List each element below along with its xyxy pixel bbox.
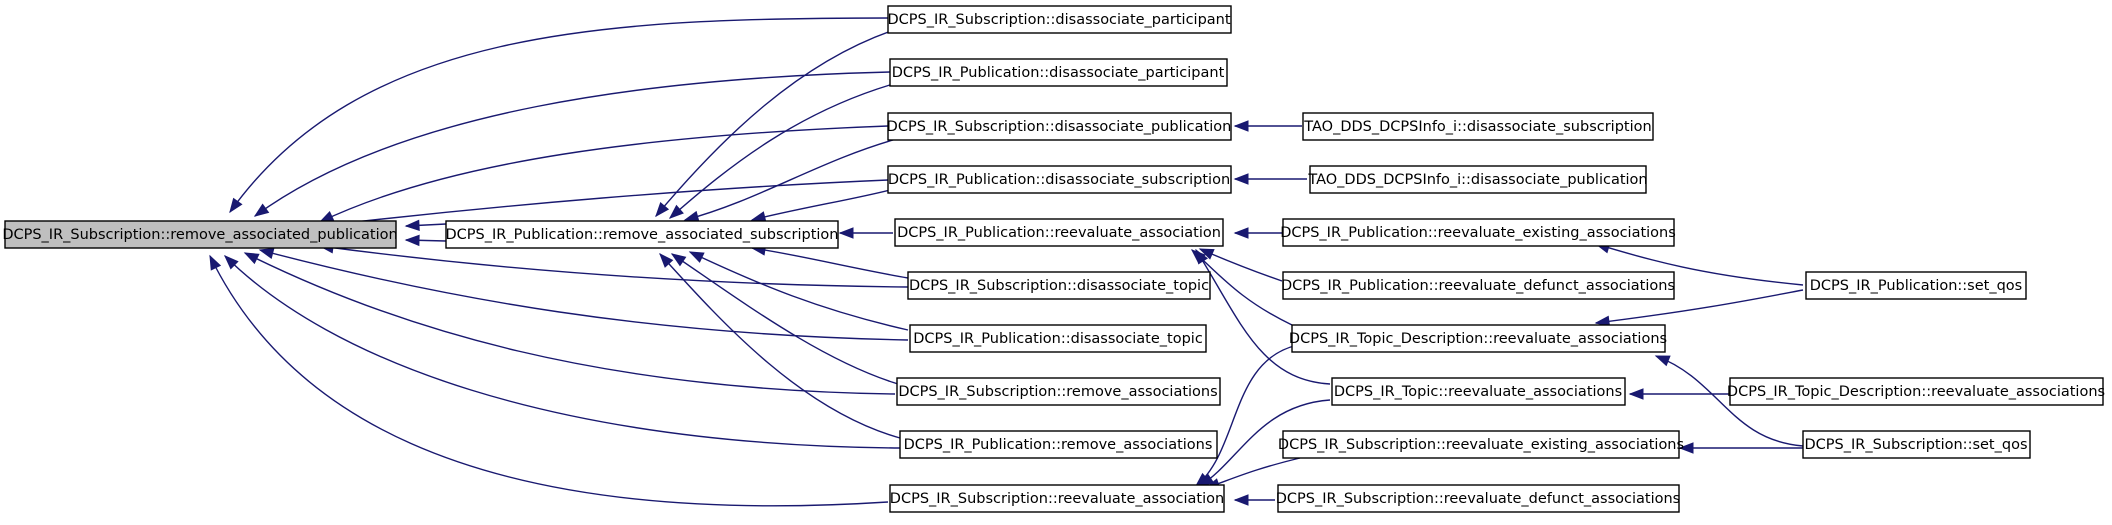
node-pub-reevaluate-existing-associations[interactable]: DCPS_IR_Publication::reevaluate_existing… — [1280, 218, 1676, 247]
node-pub-disassociate-topic-label: DCPS_IR_Publication::disassociate_topic — [913, 331, 1203, 347]
node-topic-reevaluate-associations[interactable]: DCPS_IR_Topic::reevaluate_associations — [1331, 377, 1626, 406]
arrowhead — [1233, 494, 1249, 506]
node-topic-description-reevaluate-associations[interactable]: DCPS_IR_Topic_Description::reevaluate_as… — [1289, 324, 1667, 353]
node-pub-disassociate-participant[interactable]: DCPS_IR_Publication::disassociate_partic… — [889, 58, 1228, 87]
edge-sub-remove-associations-to-pubremove — [671, 253, 899, 385]
node-pub-disassociate-participant-label: DCPS_IR_Publication::disassociate_partic… — [892, 65, 1225, 81]
arrowhead — [404, 234, 420, 247]
node-tao-disassociate-subscription-label: TAO_DDS_DCPSInfo_i::disassociate_subscri… — [1303, 119, 1651, 135]
node-sub-reevaluate-existing-associations-label: DCPS_IR_Subscription::reevaluate_existin… — [1278, 437, 1684, 453]
node-sub-remove-associations[interactable]: DCPS_IR_Subscription::remove_association… — [896, 377, 1221, 406]
edge-topic-reeval-to-pubreeval — [1195, 249, 1331, 385]
node-sub-reevaluate-defunct-associations-label: DCPS_IR_Subscription::reevaluate_defunct… — [1276, 491, 1680, 507]
edge-sub-disassoc-topic-to-pubremove — [751, 247, 909, 279]
arrowhead — [243, 252, 260, 265]
node-pub-reevaluate-association[interactable]: DCPS_IR_Publication::reevaluate_associat… — [894, 218, 1224, 247]
node-pub-remove-associations[interactable]: DCPS_IR_Publication::remove_associations — [899, 430, 1218, 459]
edge-topic-reeval-to-subreeval — [1199, 399, 1331, 487]
edge-pub-remove-associations-to-root — [224, 255, 901, 449]
arrowhead — [1198, 248, 1215, 260]
edge-sub-disassoc-participant-to-pubremove — [655, 27, 901, 217]
edge-sub-reevaluate-association-to-root — [209, 255, 889, 507]
nodes: DCPS_IR_Subscription::remove_associated_… — [2, 5, 2105, 513]
edge-sub-disassoc-participant-to-root — [229, 17, 891, 213]
node-pub-remove-associated-subscription-label: DCPS_IR_Publication::remove_associated_s… — [445, 227, 838, 243]
edge-sub-disassoc-topic-to-root — [319, 245, 909, 288]
node-root[interactable]: DCPS_IR_Subscription::remove_associated_… — [2, 220, 398, 249]
arrowhead — [670, 253, 687, 267]
arrowhead — [659, 252, 674, 268]
node-pub-set-qos-label: DCPS_IR_Publication::set_qos — [1810, 278, 2022, 294]
node-pub-reevaluate-defunct-associations-label: DCPS_IR_Publication::reevaluate_defunct_… — [1281, 278, 1675, 294]
edge-pub-disassoc-subscription-to-pubremove — [751, 189, 891, 221]
arrowhead — [253, 203, 270, 217]
edge-sub-disassoc-publication-to-root — [319, 125, 889, 223]
node-pub-reevaluate-defunct-associations[interactable]: DCPS_IR_Publication::reevaluate_defunct_… — [1281, 271, 1675, 300]
edge-sub-setqos-to-topicdesc-reeval — [1655, 355, 1804, 447]
arrowhead — [750, 211, 767, 223]
node-tao-disassociate-publication[interactable]: TAO_DDS_DCPSInfo_i::disassociate_publica… — [1307, 165, 1648, 194]
edge-pub-setqos-to-topicdesc-reeval — [1595, 289, 1804, 324]
node-pub-remove-associations-label: DCPS_IR_Publication::remove_associations — [904, 437, 1213, 453]
edge-pub-disassoc-participant-to-pubremove — [669, 81, 901, 219]
node-sub-disassociate-topic-label: DCPS_IR_Subscription::disassociate_topic — [909, 278, 1209, 294]
node-topic-description-reevaluate-associations-2-label: DCPS_IR_Topic_Description::reevaluate_as… — [1727, 384, 2105, 400]
arrowhead — [1678, 442, 1694, 454]
node-sub-set-qos[interactable]: DCPS_IR_Subscription::set_qos — [1802, 430, 2031, 459]
arrowhead — [404, 219, 420, 232]
arrowhead — [1195, 248, 1209, 265]
node-sub-set-qos-label: DCPS_IR_Subscription::set_qos — [1805, 437, 2028, 453]
node-sub-reevaluate-existing-associations[interactable]: DCPS_IR_Subscription::reevaluate_existin… — [1278, 430, 1684, 459]
node-pub-disassociate-subscription-label: DCPS_IR_Publication::disassociate_subscr… — [888, 172, 1230, 188]
arrowhead — [1233, 173, 1249, 185]
node-sub-disassociate-participant[interactable]: DCPS_IR_Subscription::disassociate_parti… — [887, 5, 1232, 34]
node-topic-description-reevaluate-associations-label: DCPS_IR_Topic_Description::reevaluate_as… — [1289, 331, 1667, 347]
arrowheads — [209, 120, 1694, 506]
edge-sub-remove-associations-to-root — [244, 252, 896, 395]
arrowhead — [1233, 227, 1249, 239]
node-sub-reevaluate-defunct-associations[interactable]: DCPS_IR_Subscription::reevaluate_defunct… — [1276, 484, 1680, 513]
node-sub-disassociate-topic[interactable]: DCPS_IR_Subscription::disassociate_topic — [907, 271, 1211, 300]
node-root-label: DCPS_IR_Subscription::remove_associated_… — [2, 227, 397, 243]
arrowhead — [668, 204, 684, 219]
arrowhead — [229, 197, 243, 214]
node-pub-disassociate-topic[interactable]: DCPS_IR_Publication::disassociate_topic — [909, 324, 1207, 353]
node-sub-reevaluate-association-label: DCPS_IR_Subscription::reevaluate_associa… — [890, 491, 1224, 507]
node-sub-disassociate-participant-label: DCPS_IR_Subscription::disassociate_parti… — [887, 12, 1230, 28]
node-sub-reevaluate-association[interactable]: DCPS_IR_Subscription::reevaluate_associa… — [889, 484, 1225, 513]
arrowhead — [1628, 388, 1644, 400]
node-pub-reevaluate-existing-associations-label: DCPS_IR_Publication::reevaluate_existing… — [1280, 225, 1676, 241]
edge-pub-disassoc-topic-to-pubremove — [689, 251, 909, 331]
arrowhead — [688, 251, 705, 263]
node-pub-reevaluate-association-label: DCPS_IR_Publication::reevaluate_associat… — [897, 225, 1221, 241]
arrowhead — [224, 255, 239, 270]
node-topic-description-reevaluate-associations-2[interactable]: DCPS_IR_Topic_Description::reevaluate_as… — [1727, 377, 2105, 406]
node-sub-disassociate-publication-label: DCPS_IR_Subscription::disassociate_publi… — [887, 119, 1232, 135]
edge-pub-setqos-to-pubreeval-existing — [1595, 243, 1804, 286]
arrowhead — [258, 247, 275, 259]
arrowhead — [838, 227, 854, 239]
edge-pub-remove-associations-to-pubremove — [659, 253, 901, 439]
edge-pub-disassoc-topic-to-root — [259, 249, 909, 341]
node-sub-disassociate-publication[interactable]: DCPS_IR_Subscription::disassociate_publi… — [887, 112, 1232, 141]
arrowhead — [1654, 355, 1671, 367]
node-pub-set-qos[interactable]: DCPS_IR_Publication::set_qos — [1805, 271, 2027, 300]
node-pub-disassociate-subscription[interactable]: DCPS_IR_Publication::disassociate_subscr… — [887, 165, 1232, 194]
arrowhead — [209, 254, 222, 271]
node-sub-remove-associations-label: DCPS_IR_Subscription::remove_association… — [898, 384, 1217, 400]
arrowhead — [655, 201, 670, 218]
node-tao-disassociate-subscription[interactable]: TAO_DDS_DCPSInfo_i::disassociate_subscri… — [1302, 112, 1654, 141]
node-tao-disassociate-publication-label: TAO_DDS_DCPSInfo_i::disassociate_publica… — [1307, 172, 1647, 188]
arrowhead — [683, 210, 700, 222]
edge-topicdesc-reeval-to-subreeval — [1195, 344, 1299, 487]
edge-pub-disassoc-subscription-to-root — [319, 179, 889, 227]
edge-pub-disassoc-participant-to-root — [254, 71, 891, 217]
edge-sub-reeval-existing-to-subreeval — [1205, 457, 1301, 489]
node-topic-reevaluate-associations-label: DCPS_IR_Topic::reevaluate_associations — [1334, 384, 1622, 400]
node-pub-remove-associated-subscription[interactable]: DCPS_IR_Publication::remove_associated_s… — [445, 220, 839, 249]
edge-sub-disassoc-publication-to-pubremove — [684, 137, 901, 221]
arrowhead — [1233, 120, 1249, 132]
